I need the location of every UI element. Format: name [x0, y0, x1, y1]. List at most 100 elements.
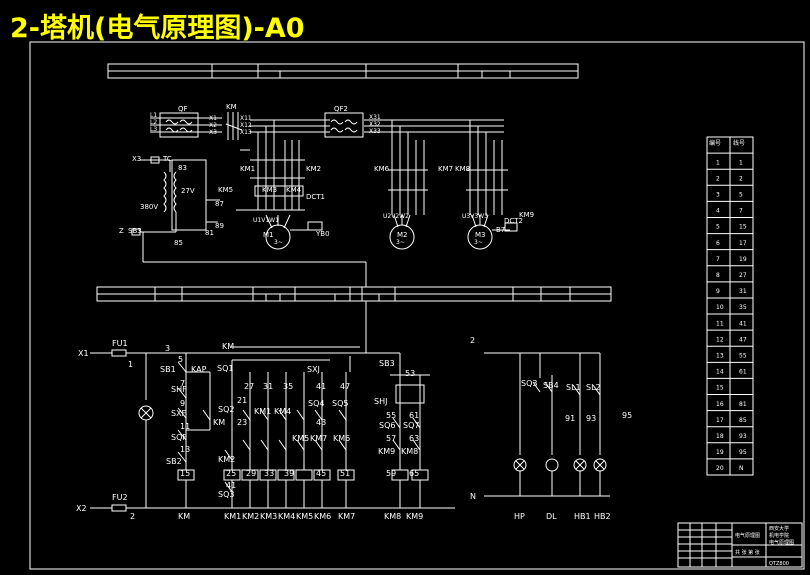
- label-sb2: SB2: [166, 457, 182, 466]
- label-km1-lower: KM1: [254, 407, 271, 416]
- coil-label-3: KM3: [260, 512, 277, 521]
- title-block-sub: 机电学院: [769, 532, 789, 539]
- lamp-label-1: DL: [546, 512, 557, 521]
- label-tc: TC: [162, 155, 172, 163]
- label-yb0: YB0: [315, 230, 330, 238]
- relay-coil: [295, 469, 313, 481]
- label-km4-lower: KM4: [274, 407, 291, 416]
- label-km2: KM2: [306, 165, 321, 173]
- label-fu1: FU1: [112, 339, 128, 348]
- label-x12: X12: [240, 122, 252, 129]
- label-km1: KM1: [240, 165, 255, 173]
- table-cell-no: 12: [716, 336, 724, 343]
- lamp-label-2: HB1: [574, 512, 591, 521]
- label-n35: 35: [283, 382, 293, 391]
- label-sq6: SQ6: [379, 421, 395, 430]
- contact-switch: [260, 409, 269, 421]
- label-x1-lower: X1: [78, 349, 89, 358]
- label-km-self: KM: [213, 418, 225, 427]
- label-uvw1: U1V1W1: [253, 217, 279, 224]
- label-n3: 3: [165, 344, 170, 353]
- power-bus-lines: [150, 117, 504, 133]
- label-x1: X1: [209, 115, 217, 122]
- breaker-qf2: [324, 112, 364, 138]
- table-cell-wire: 35: [739, 304, 747, 311]
- table-cell-no: 9: [716, 288, 720, 295]
- table-cell-wire: 27: [739, 272, 747, 279]
- label-n41: 41: [316, 382, 326, 391]
- label-n31: 31: [263, 382, 273, 391]
- table-cell-no: 20: [716, 465, 724, 472]
- coil-label-6: KM6: [314, 512, 331, 521]
- drawing-title: 2-塔机(电气原理图)-A0: [10, 13, 305, 44]
- label-n25: 25: [226, 469, 236, 478]
- label-n93: 93: [586, 414, 596, 423]
- km-main-contacts: [225, 112, 243, 140]
- label-x13: X13: [240, 129, 252, 136]
- label-sxj: SXJ: [307, 365, 320, 374]
- lamp-label-3: HB2: [594, 512, 611, 521]
- label-lamp-2: 2: [470, 336, 475, 345]
- label-kap: KAP: [191, 365, 207, 374]
- table-cell-wire: 31: [739, 288, 747, 295]
- label-n59: 59: [386, 469, 396, 478]
- label-qf2: QF2: [334, 105, 348, 113]
- label-m2-phase: 3~: [396, 239, 405, 246]
- control-circuit: [90, 301, 455, 512]
- coil-label-7: KM7: [338, 512, 355, 521]
- table-cell-no: 6: [716, 240, 720, 247]
- label-n27: 27: [244, 382, 254, 391]
- label-x11: X11: [240, 115, 252, 122]
- label-n7: 7: [180, 379, 185, 388]
- table-cell-no: 10: [716, 304, 724, 311]
- label-sb4: SB4: [543, 381, 559, 390]
- label-n65: 65: [409, 469, 419, 478]
- label-l1: L1: [150, 112, 157, 119]
- table-cell-no: 1: [716, 159, 720, 166]
- label-m2: M2: [397, 231, 408, 239]
- table-cell-wire: 81: [739, 401, 747, 408]
- label-sl2: SL2: [586, 383, 601, 392]
- label-x3-left: X3: [132, 155, 141, 163]
- label-n51: 51: [340, 469, 350, 478]
- breaker-qf: [159, 112, 199, 138]
- label-b7: B7: [496, 226, 505, 234]
- label-km8-lower: KM8: [401, 447, 418, 456]
- table-cell-no: 14: [716, 369, 724, 376]
- label-n29: 29: [246, 469, 256, 478]
- label-n1: 1: [128, 360, 133, 369]
- contact-switch: [296, 439, 305, 451]
- title-block-code: QTZ800: [769, 561, 789, 567]
- label-sq3-lamp: SQ3: [521, 379, 537, 388]
- table-cell-wire: 47: [739, 336, 747, 343]
- label-sl1: SL1: [566, 383, 581, 392]
- title-block-sub2: 电气原理图: [769, 539, 794, 546]
- table-cell-wire: 85: [739, 417, 747, 424]
- label-81: 81: [205, 229, 214, 237]
- table-cell-no: 3: [716, 192, 720, 199]
- label-sb3-upper: SB3: [128, 227, 142, 235]
- label-z: Z: [119, 227, 124, 235]
- label-n23: 23: [237, 418, 247, 427]
- label-n43: 43: [316, 418, 326, 427]
- label-km9-lower: KM9: [378, 447, 395, 456]
- table-cell-wire: 55: [739, 353, 747, 360]
- table-cell-wire: 95: [739, 449, 747, 456]
- table-cell-no: 5: [716, 224, 720, 231]
- contact-switch: [242, 409, 251, 421]
- table-cell-wire: 19: [739, 256, 747, 263]
- coil-label-9: KM9: [406, 512, 423, 521]
- label-lamp-n: N: [470, 492, 476, 501]
- contact-switch: [260, 439, 269, 451]
- label-sb1: SB1: [160, 365, 176, 374]
- title-block-scale: 共 张 第 张: [735, 549, 760, 556]
- label-n15: 15: [180, 469, 190, 478]
- table-cell-no: 8: [716, 272, 720, 279]
- title-block-org: 西安大学: [769, 525, 789, 532]
- label-km4: KM4: [286, 186, 302, 194]
- title-block-name: 电气原理图: [735, 532, 760, 539]
- label-km6: KM6: [374, 165, 390, 173]
- label-x33: X33: [369, 128, 381, 135]
- sheet-frame: [29, 41, 805, 570]
